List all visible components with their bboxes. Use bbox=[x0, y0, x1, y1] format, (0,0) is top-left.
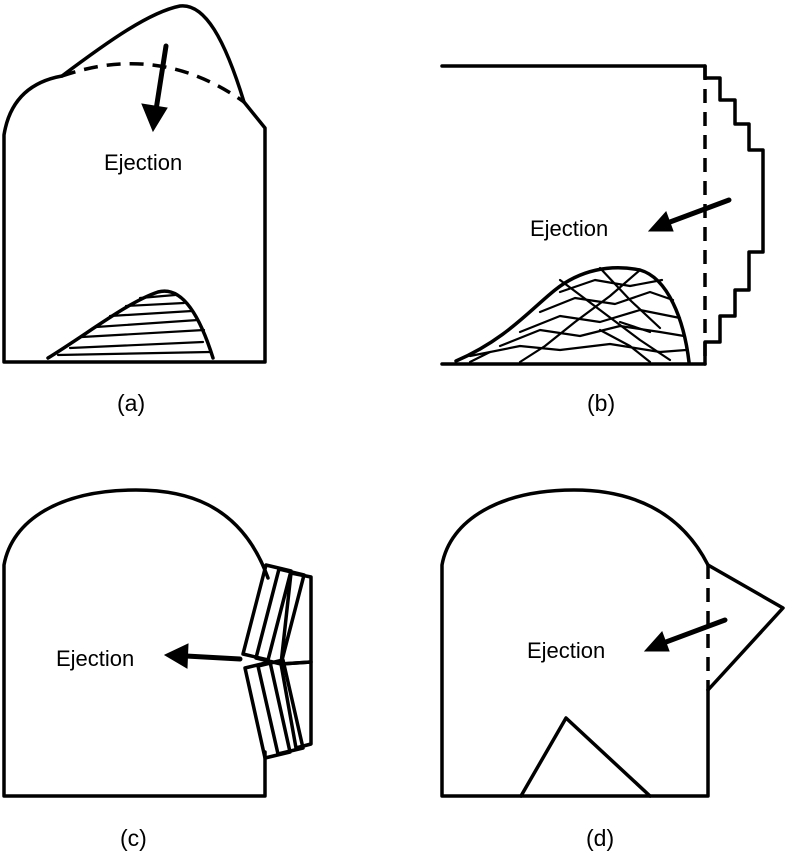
panel-a-chamber-outline bbox=[2, 74, 267, 364]
panel-b-caption: (b) bbox=[587, 390, 615, 416]
panel-d-triangular-bulge bbox=[706, 563, 785, 692]
panel-d-debris-triangle bbox=[519, 716, 652, 798]
panel-b: Ejection (b) bbox=[440, 64, 765, 416]
panel-b-ejection-arrow bbox=[647, 197, 732, 232]
panel-c-wall-slabs bbox=[241, 563, 313, 760]
panel-d-ejection-label: Ejection bbox=[527, 638, 605, 663]
panel-a-ejection-label: Ejection bbox=[104, 150, 182, 175]
panel-d-ejection-arrow bbox=[643, 617, 728, 652]
panel-d: Ejection (d) bbox=[440, 488, 785, 851]
panel-c-chamber-outline bbox=[2, 488, 270, 798]
panel-a-caption: (a) bbox=[117, 390, 145, 416]
panel-a-bulge bbox=[60, 4, 246, 104]
panel-a-ejection-arrow bbox=[141, 43, 169, 133]
panel-b-debris-pile bbox=[454, 266, 691, 364]
panel-d-chamber-outline bbox=[440, 488, 710, 798]
panel-a: Ejection (a) bbox=[2, 4, 267, 416]
panel-a-debris-pile bbox=[46, 289, 215, 360]
panel-b-ejection-label: Ejection bbox=[530, 216, 608, 241]
panel-c-caption: (c) bbox=[120, 825, 147, 851]
panel-d-caption: (d) bbox=[586, 825, 614, 851]
panel-c-ejection-arrow bbox=[163, 643, 243, 669]
panel-c-ejection-label: Ejection bbox=[56, 646, 134, 671]
panel-b-stepped-bulge bbox=[703, 64, 765, 366]
panel-c: Ejection (c) bbox=[2, 488, 313, 851]
panel-a-original-roof-dashed bbox=[61, 62, 246, 104]
